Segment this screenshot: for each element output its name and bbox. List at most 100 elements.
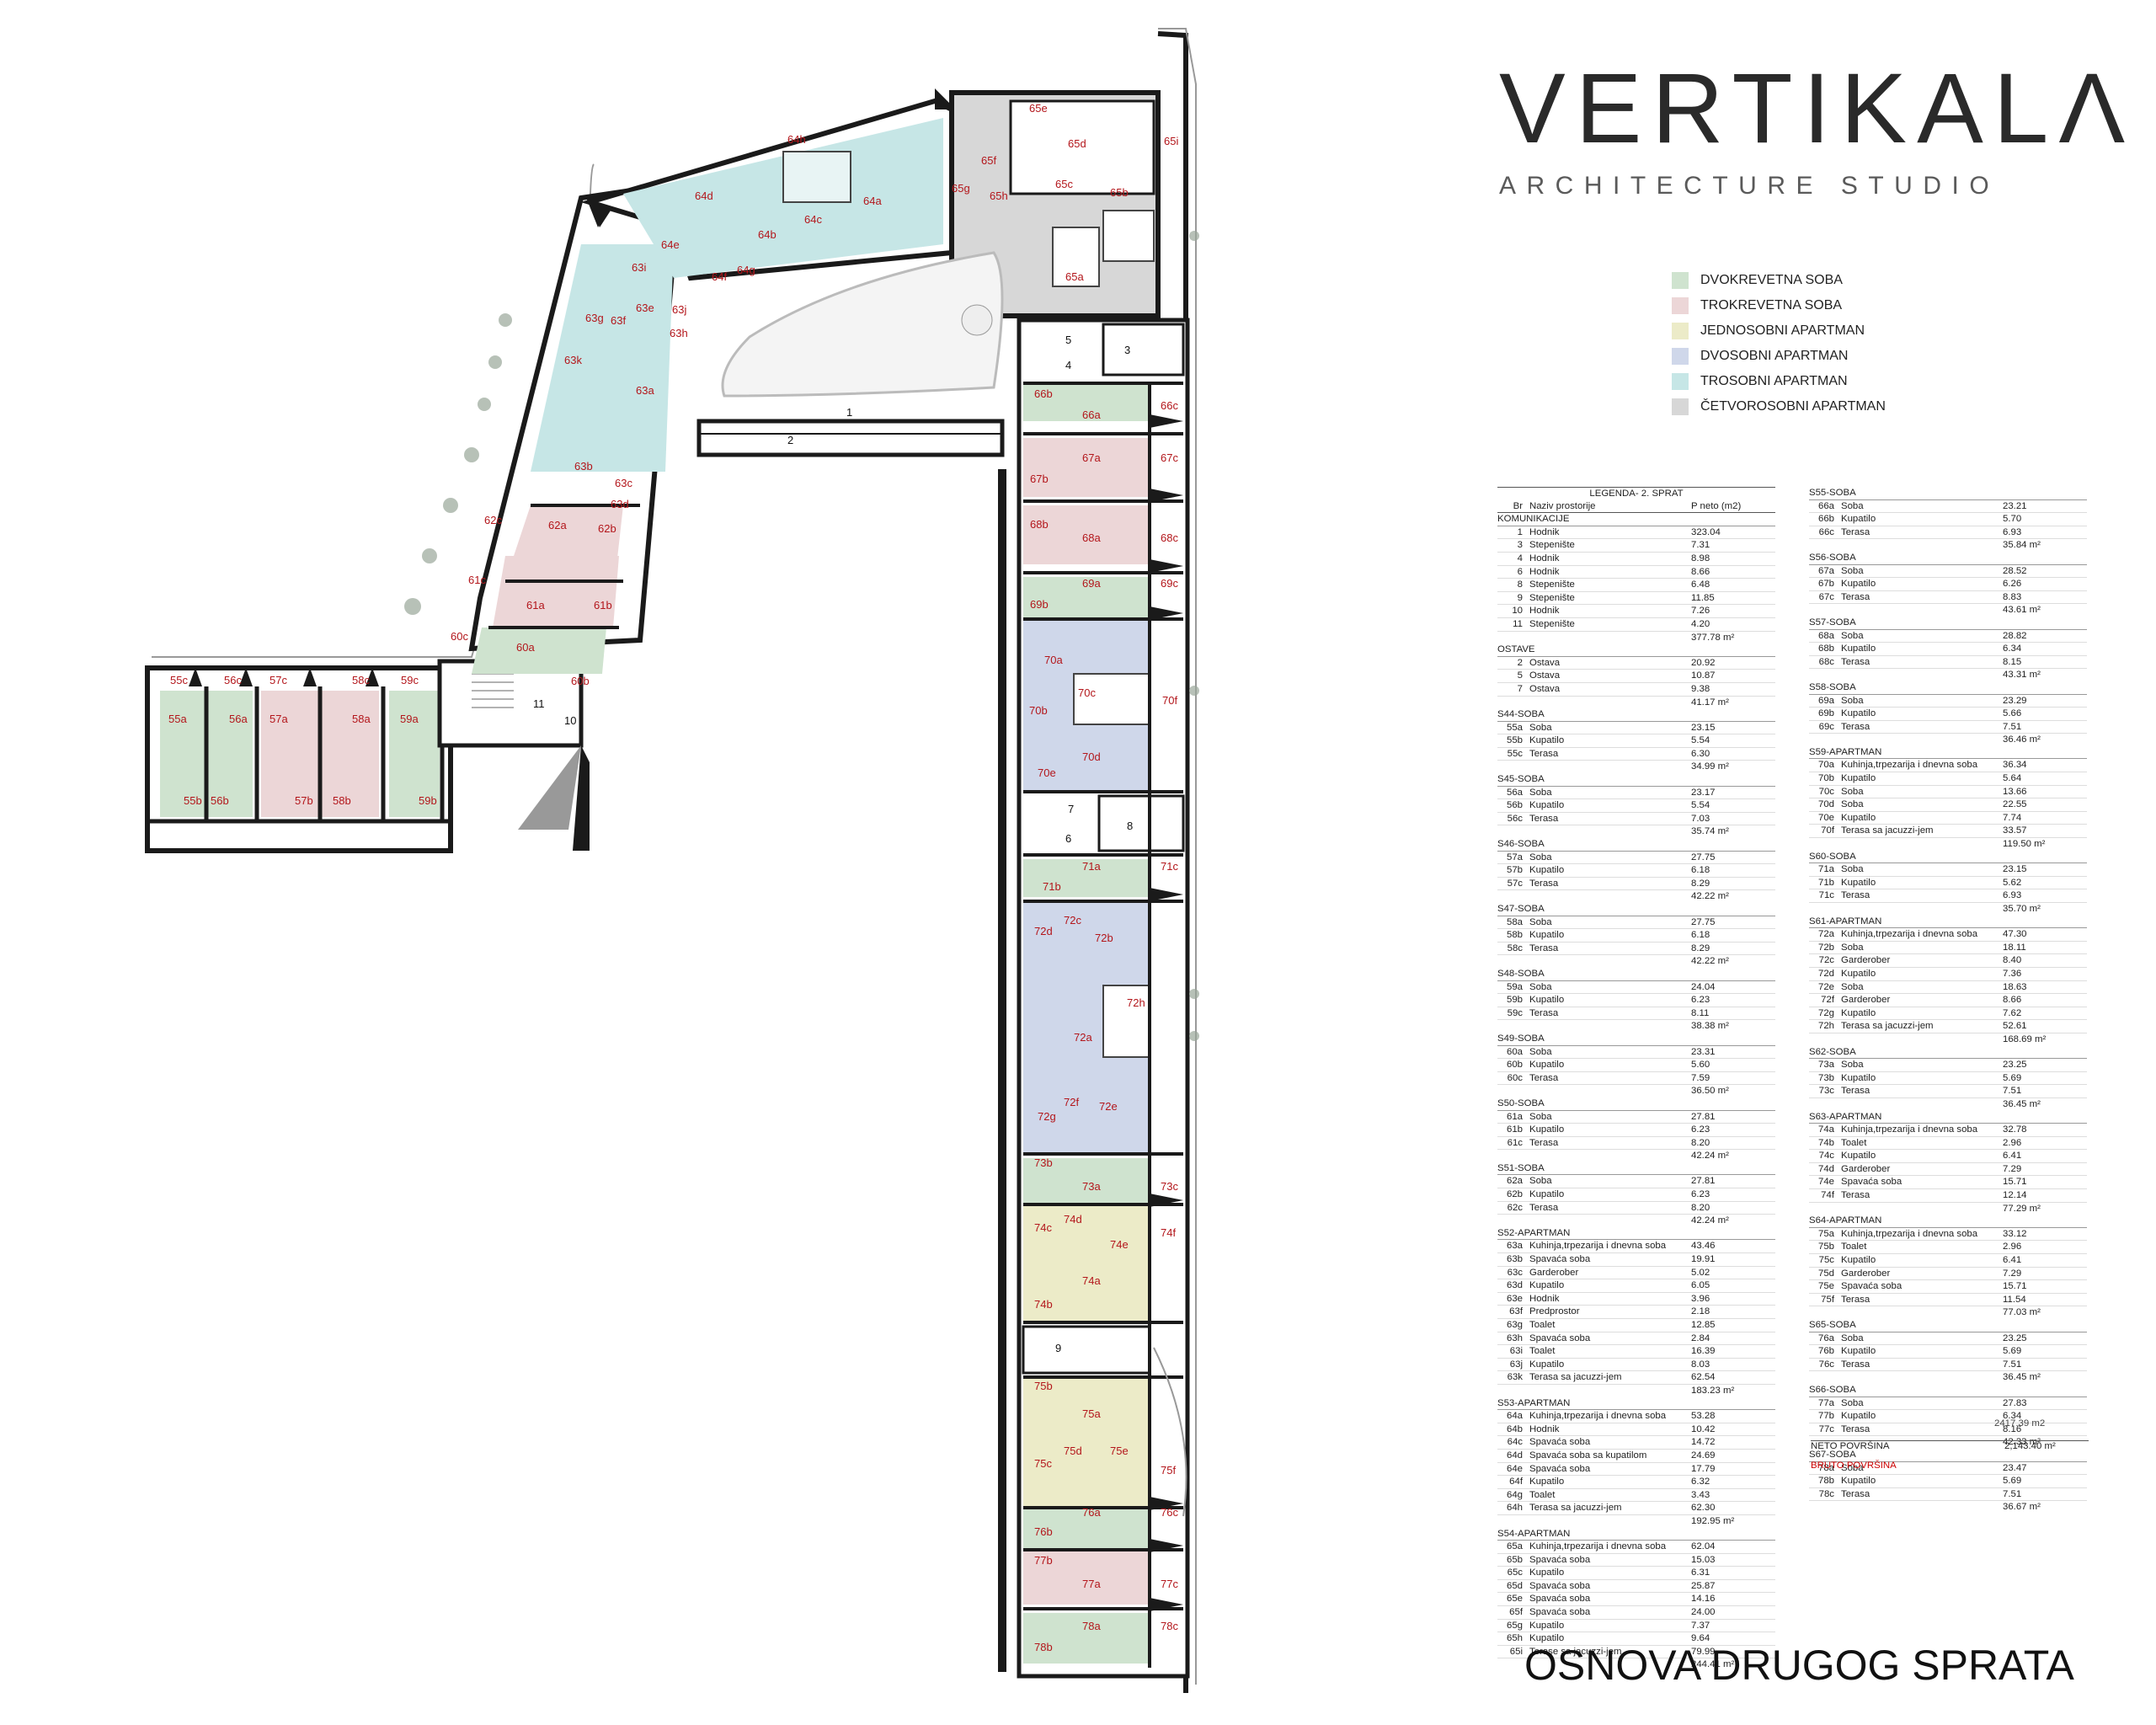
table-section: S46-SOBA bbox=[1497, 838, 1775, 852]
table-total: 35.70 m² bbox=[2003, 904, 2041, 914]
svg-text:64h: 64h bbox=[787, 133, 806, 146]
table-total: 36.45 m² bbox=[2003, 1372, 2041, 1383]
table-section: S66-SOBA bbox=[1809, 1384, 2087, 1397]
svg-text:70a: 70a bbox=[1044, 654, 1063, 666]
table-total: 34.99 m² bbox=[1691, 761, 1729, 772]
svg-text:76c: 76c bbox=[1161, 1506, 1178, 1519]
svg-text:57b: 57b bbox=[295, 794, 313, 807]
table-section: S61-APARTMAN bbox=[1809, 916, 2087, 929]
svg-text:61a: 61a bbox=[526, 599, 545, 611]
table-total: 119.50 m² bbox=[2003, 839, 2046, 850]
svg-text:57c: 57c bbox=[270, 674, 287, 686]
table-section: OSTAVE bbox=[1497, 644, 1775, 657]
svg-text:69a: 69a bbox=[1082, 577, 1101, 590]
table-section: S58-SOBA bbox=[1809, 681, 2087, 695]
room-73 bbox=[1023, 1158, 1150, 1204]
svg-text:65f: 65f bbox=[981, 154, 996, 167]
svg-text:68c: 68c bbox=[1161, 531, 1178, 544]
table-section: S44-SOBA bbox=[1497, 708, 1775, 722]
legend-item: TROSOBNI APARTMAN bbox=[1672, 369, 1886, 394]
table-section: S55-SOBA bbox=[1809, 487, 2087, 500]
table-section: S45-SOBA bbox=[1497, 773, 1775, 787]
legend-item: DVOKREVETNA SOBA bbox=[1672, 268, 1886, 293]
svg-text:78b: 78b bbox=[1034, 1641, 1053, 1653]
svg-text:58c: 58c bbox=[352, 674, 370, 686]
legend-swatch bbox=[1672, 398, 1689, 415]
room-56 bbox=[206, 691, 253, 817]
svg-text:59b: 59b bbox=[419, 794, 437, 807]
legend-item: TROKREVETNA SOBA bbox=[1672, 293, 1886, 318]
svg-text:68b: 68b bbox=[1030, 518, 1049, 531]
svg-text:73b: 73b bbox=[1034, 1156, 1053, 1169]
svg-text:65g: 65g bbox=[952, 182, 970, 195]
svg-text:58a: 58a bbox=[352, 713, 371, 725]
svg-text:61b: 61b bbox=[594, 599, 612, 611]
table-total: 36.46 m² bbox=[2003, 734, 2041, 745]
legend-swatch bbox=[1672, 348, 1689, 365]
courtyard bbox=[721, 251, 1004, 398]
svg-text:72f: 72f bbox=[1064, 1096, 1079, 1108]
brand-subtitle: ARCHITECTURE STUDIO bbox=[1499, 172, 2000, 200]
room-58 bbox=[320, 691, 379, 817]
svg-text:71a: 71a bbox=[1082, 860, 1101, 873]
landscape bbox=[404, 231, 1199, 1041]
svg-text:63c: 63c bbox=[615, 477, 632, 489]
legend-swatch bbox=[1672, 373, 1689, 390]
table-section: S49-SOBA bbox=[1497, 1033, 1775, 1046]
svg-text:72h: 72h bbox=[1127, 996, 1145, 1009]
svg-text:72g: 72g bbox=[1038, 1110, 1056, 1123]
table-section: S54-APARTMAN bbox=[1497, 1528, 1775, 1541]
stair-core-west bbox=[437, 659, 590, 851]
table-total: 35.84 m² bbox=[2003, 540, 2041, 551]
svg-text:55b: 55b bbox=[184, 794, 202, 807]
svg-text:2: 2 bbox=[787, 434, 793, 446]
table-total: 42.24 m² bbox=[1691, 1151, 1729, 1162]
legend-label: ČETVOROSOBNI APARTMAN bbox=[1700, 399, 1886, 414]
table-section: S50-SOBA bbox=[1497, 1097, 1775, 1111]
corridor-bridge bbox=[696, 419, 1005, 457]
svg-text:65e: 65e bbox=[1029, 102, 1048, 115]
svg-text:70b: 70b bbox=[1029, 704, 1048, 717]
legend-label: JEDNOSOBNI APARTMAN bbox=[1700, 323, 1865, 338]
svg-text:70c: 70c bbox=[1078, 686, 1096, 699]
brand-logo: VERTIKALΛ ARCHITECTURE STUDIO bbox=[1499, 59, 2125, 200]
apartment-63 bbox=[531, 244, 674, 472]
